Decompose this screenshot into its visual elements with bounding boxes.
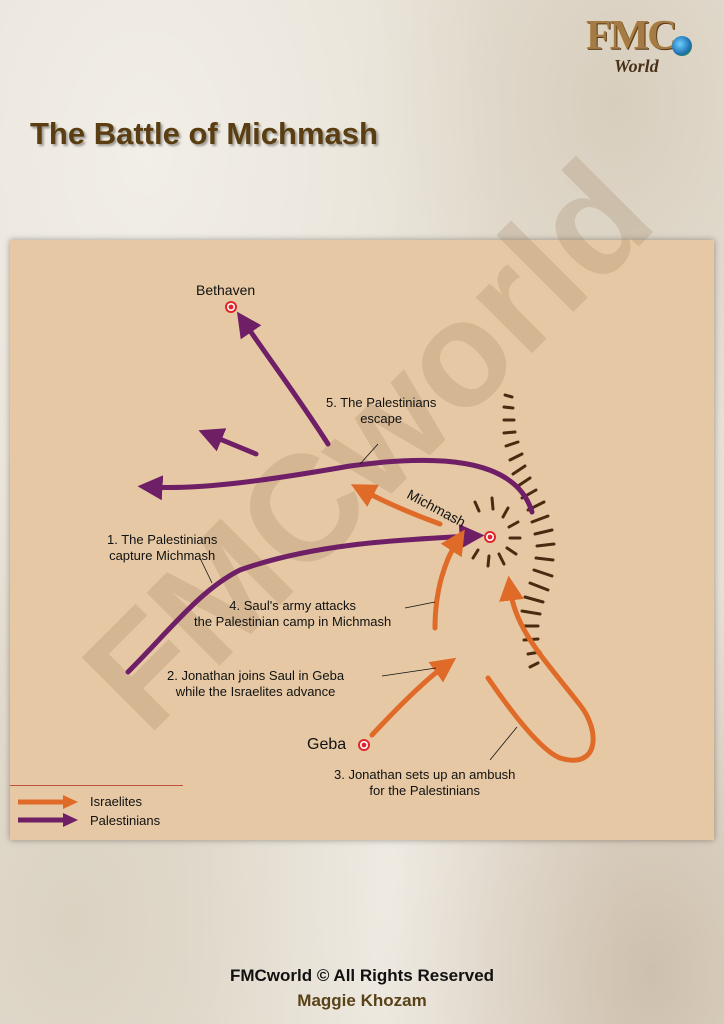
israelite-routes <box>350 484 596 763</box>
route-saul-attack <box>432 529 465 631</box>
bethaven-marker-icon <box>225 301 237 313</box>
legend-arrow-palestinians <box>18 813 78 827</box>
palestinian-routes <box>125 311 535 675</box>
route-escape-west <box>137 457 535 515</box>
route-capture-michmash <box>125 524 485 675</box>
logo-text: FMC <box>586 13 678 59</box>
globe-icon <box>672 36 692 56</box>
annotation-step1: 1. The Palestinians capture Michmash <box>107 532 218 563</box>
battle-map: FMCworld <box>10 129 714 840</box>
logo-subtext: World <box>614 56 659 76</box>
route-ambush <box>485 575 596 763</box>
place-label-bethaven: Bethaven <box>196 282 256 298</box>
map-graphics <box>18 301 596 827</box>
fmc-world-logo: FMC World <box>586 12 704 78</box>
geba-marker-icon <box>358 739 370 751</box>
author-credit: Maggie Khozam <box>297 991 427 1010</box>
place-label-geba: Geba <box>307 736 347 753</box>
page-title: The Battle of Michmash <box>30 116 378 151</box>
legend-arrow-israelites <box>18 795 78 809</box>
route-pursuit <box>350 484 443 527</box>
annotation-step2: 2. Jonathan joins Saul in Geba while the… <box>167 668 345 699</box>
route-geba-advance <box>369 657 457 738</box>
annotation-step3: 3. Jonathan sets up an ambush for the Pa… <box>334 767 516 798</box>
michmash-marker-icon <box>484 531 496 543</box>
copyright-notice: FMCworld © All Rights Reserved <box>229 966 495 985</box>
ridge-hatching <box>471 393 556 669</box>
leader-lines <box>199 443 518 761</box>
annotation-step4: 4. Saul's army attacks the Palestinian c… <box>194 598 392 629</box>
legend-divider <box>10 785 183 786</box>
route-escape-northwest <box>198 428 259 457</box>
annotation-step5: 5. The Palestinians escape <box>326 395 437 426</box>
route-escape-bethaven <box>236 311 331 447</box>
